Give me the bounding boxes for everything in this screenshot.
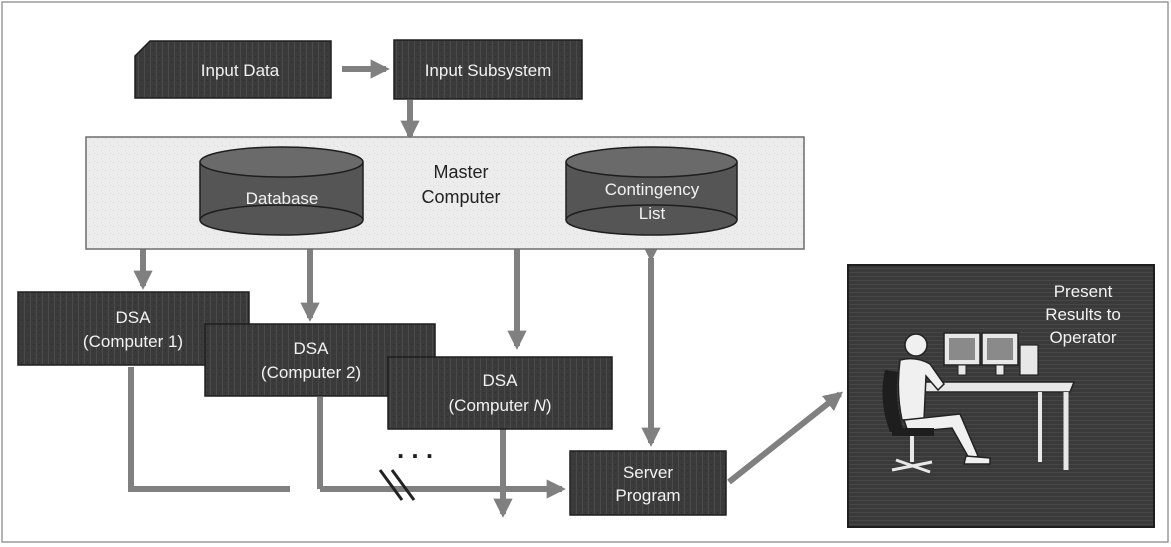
arrow-server-to-operator — [727, 391, 844, 485]
contingency-list-label-line2: List — [639, 204, 666, 223]
dsa-n-label-line2: (Computer N) — [449, 396, 552, 415]
monitor-icon — [943, 332, 1039, 376]
dsa-ellipsis: . . . — [397, 434, 433, 464]
operator-person-icon — [897, 333, 991, 465]
database-label: Database — [246, 189, 319, 208]
server-program-box: Server Program — [569, 450, 727, 516]
input-subsystem-box: Input Subsystem — [393, 39, 583, 100]
server-program-label-line2: Program — [615, 486, 680, 505]
contingency-list-label-line1: Contingency — [605, 180, 700, 199]
dsa-computer-n-box: DSA (Computer N) — [387, 356, 613, 430]
server-program-label-line1: Server — [623, 463, 673, 482]
present-results-line1: Present — [1054, 282, 1113, 301]
present-results-line2: Results to — [1045, 305, 1121, 324]
dsa-1-label-line2: (Computer 1) — [83, 332, 183, 351]
master-computer-label-line2: Computer — [421, 187, 500, 207]
input-subsystem-label: Input Subsystem — [425, 61, 552, 80]
desk-icon — [921, 381, 1076, 393]
input-data-label: Input Data — [201, 61, 280, 80]
input-data-box: Input Data — [134, 40, 332, 99]
connectors — [128, 59, 844, 518]
connector-dsa-1-to-bus — [128, 367, 290, 492]
dsa-n-label-line1: DSA — [483, 371, 519, 390]
chair-icon — [882, 370, 934, 474]
present-results-line3: Operator — [1049, 328, 1116, 347]
dsa-2-label-line2: (Computer 2) — [261, 363, 361, 382]
bus-break-mark — [378, 469, 416, 501]
database-cylinder: Database — [199, 146, 364, 236]
operator-panel: Present Results to Operator — [847, 264, 1155, 528]
dsa-1-label-line1: DSA — [116, 308, 152, 327]
master-computer-label-line1: Master — [433, 162, 488, 182]
operator-workstation-illustration — [882, 332, 1076, 474]
dsa-2-label-line1: DSA — [294, 339, 330, 358]
contingency-list-cylinder: Contingency List — [565, 146, 738, 236]
